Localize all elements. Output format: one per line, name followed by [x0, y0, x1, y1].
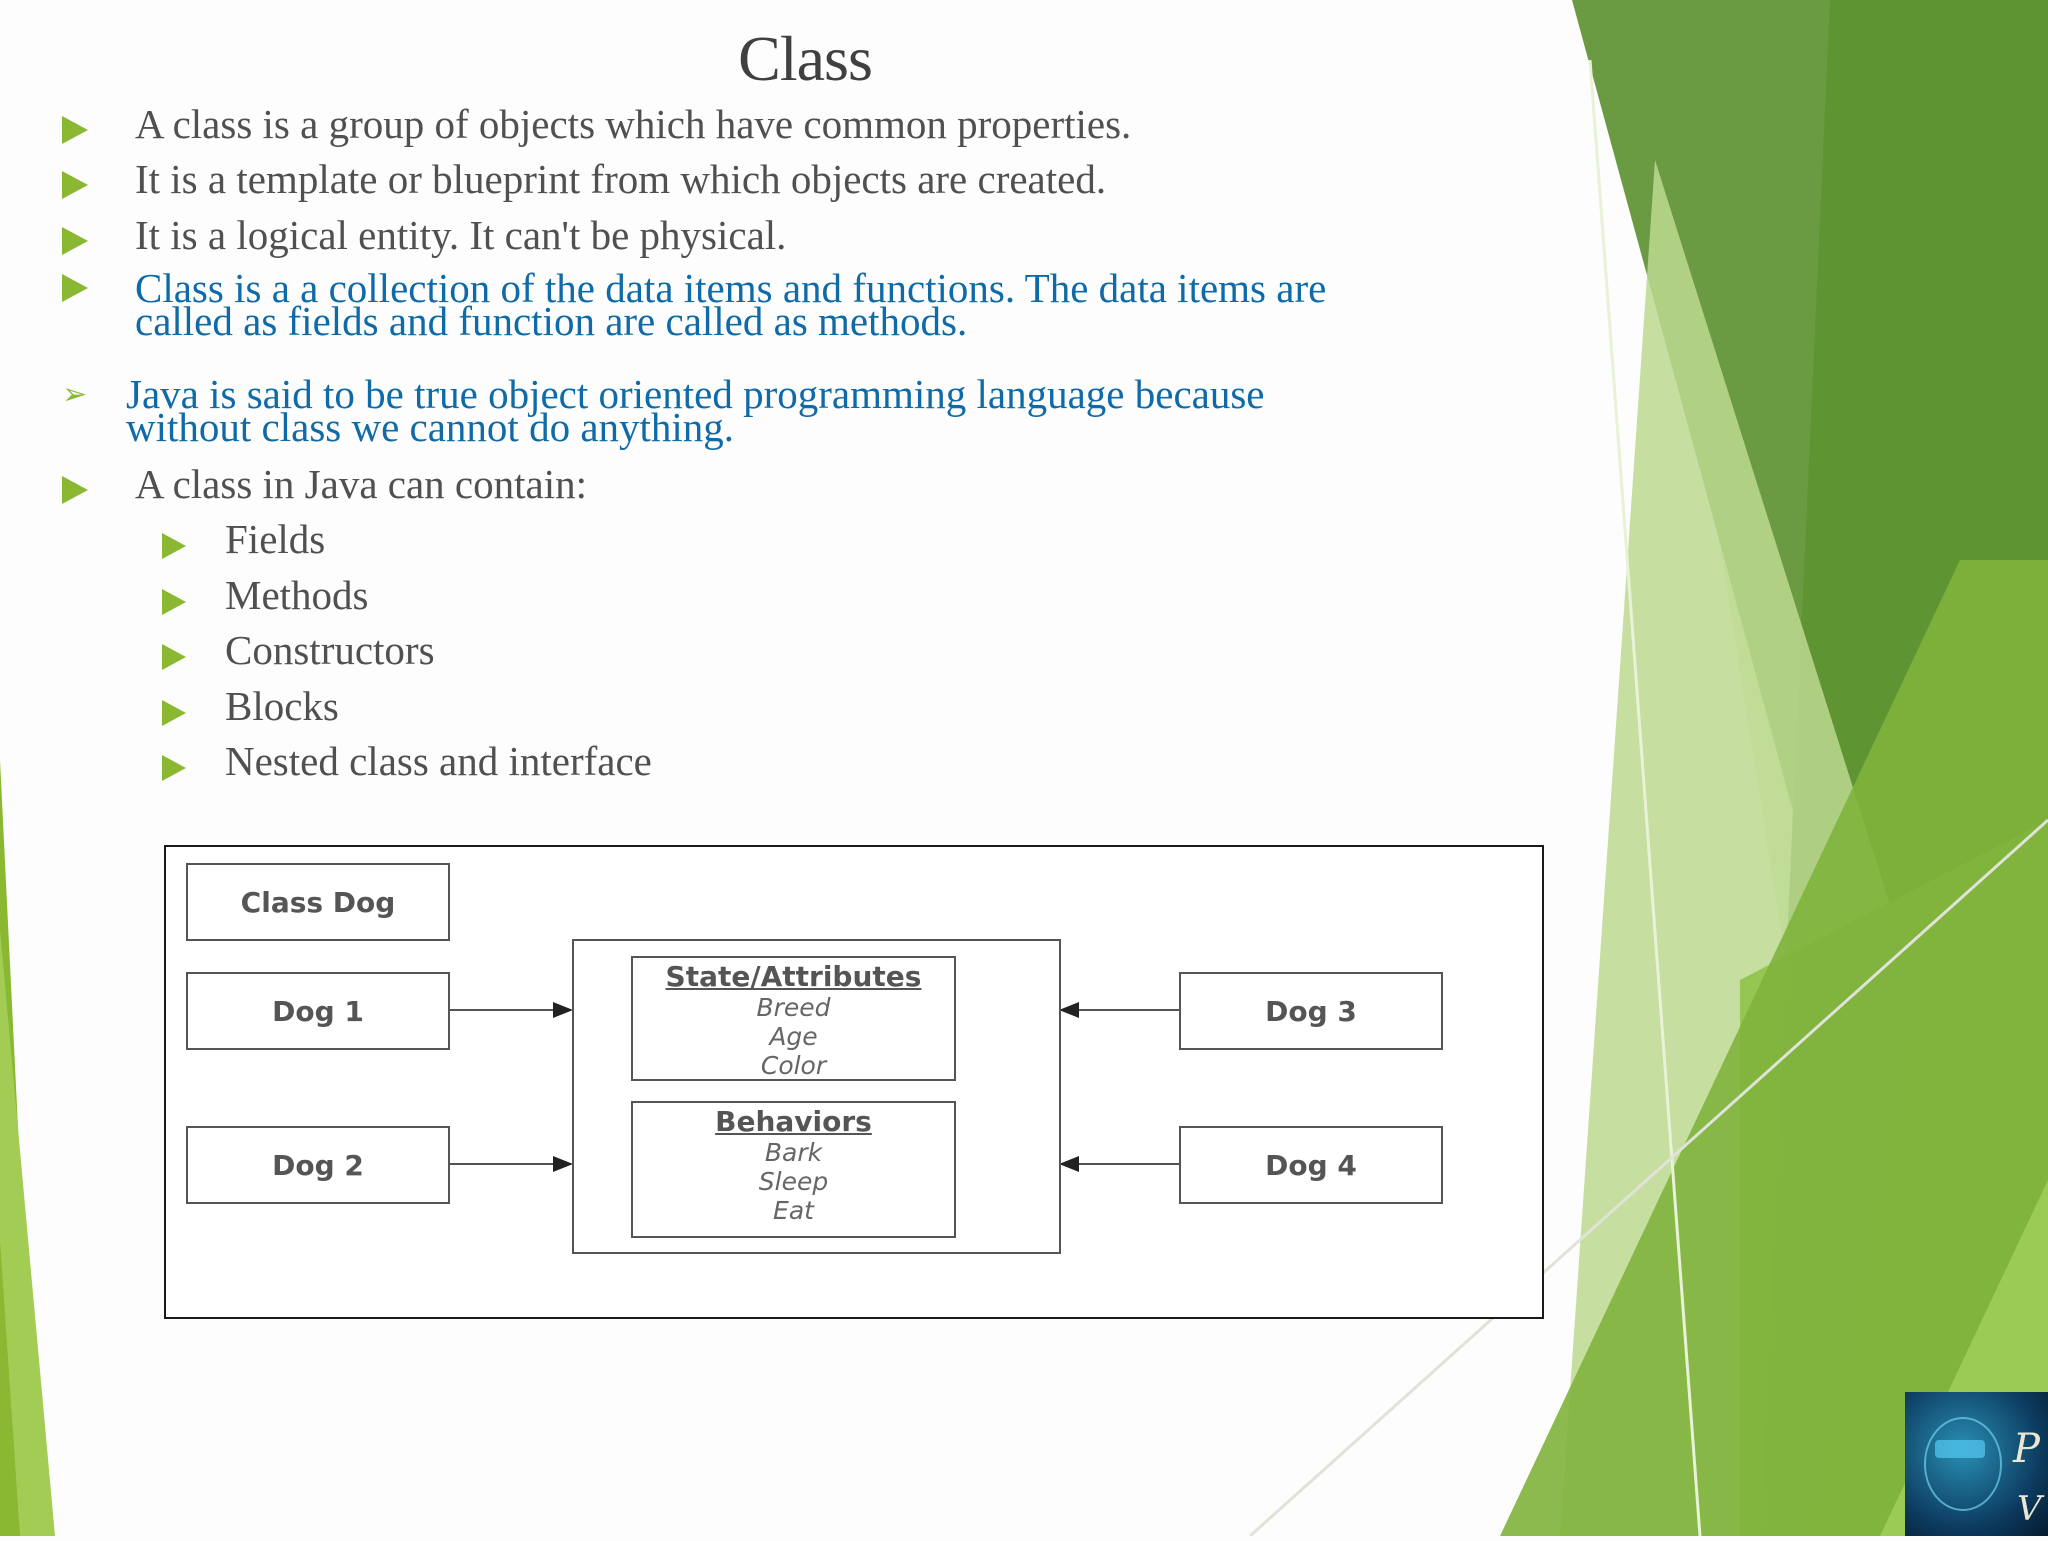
- diagram-connectors: [449, 1002, 1180, 1172]
- bullet-text: A class is a group of objects which have…: [135, 101, 1132, 147]
- triangle-bullet-icon: [162, 581, 186, 622]
- arrowhead-bullet-icon: ➢: [62, 377, 88, 412]
- attribute-item: Age: [769, 1022, 818, 1051]
- svg-text:P: P: [2012, 1426, 2041, 1472]
- sub-bullet-text: Blocks: [225, 683, 339, 729]
- behavior-item: Sleep: [758, 1167, 829, 1196]
- bullet-text: A class in Java can contain:: [135, 461, 588, 507]
- class-dog-box: Class Dog: [186, 863, 450, 941]
- triangle-bullet-icon: [62, 272, 88, 305]
- behaviors-heading: Behaviors: [715, 1105, 872, 1138]
- bullet-text-line1: Class is a a collection of the data item…: [135, 265, 1327, 311]
- svg-text:V: V: [2017, 1489, 2045, 1529]
- bullet-text-line2: without class we cannot do anything.: [126, 404, 735, 450]
- behavior-item: Eat: [773, 1196, 814, 1225]
- bullet-text-line2: called as fields and function are called…: [135, 298, 968, 344]
- triangle-bullet-icon: [162, 747, 186, 788]
- state-attributes-heading: State/Attributes: [665, 960, 922, 993]
- class-dog-diagram: Class Dog Dog 1 Dog 2 Dog 3 Dog 4 State/…: [164, 845, 1544, 1319]
- triangle-bullet-icon: [162, 636, 186, 677]
- behavior-item: Bark: [764, 1138, 823, 1167]
- sub-bullet-text: Constructors: [225, 627, 435, 673]
- triangle-bullet-icon: [62, 470, 88, 511]
- triangle-bullet-icon: [162, 692, 186, 733]
- triangle-bullet-icon: [62, 110, 88, 151]
- brand-logo: P V: [1905, 1392, 2048, 1536]
- slide-title: Class: [738, 23, 873, 94]
- dog3-box: Dog 3: [1179, 972, 1443, 1050]
- bullet-text: It is a template or blueprint from which…: [135, 156, 1107, 202]
- attribute-item: Breed: [756, 993, 831, 1022]
- triangle-bullet-icon: [62, 221, 88, 262]
- triangle-bullet-icon: [162, 525, 186, 566]
- dog1-box: Dog 1: [186, 972, 450, 1050]
- sub-bullet-text: Fields: [225, 516, 326, 562]
- triangle-bullet-icon: [62, 165, 88, 206]
- sub-bullet-text: Nested class and interface: [225, 738, 652, 784]
- attribute-item: Color: [760, 1051, 827, 1080]
- logo-graphic: P V: [1924, 1417, 2045, 1529]
- dog4-box: Dog 4: [1179, 1126, 1443, 1204]
- state-attributes-box: State/Attributes Breed Age Color: [631, 956, 956, 1081]
- behaviors-box: Behaviors Bark Sleep Eat: [631, 1101, 956, 1238]
- bullet-text-line1: Java is said to be true object oriented …: [126, 371, 1265, 417]
- bullet-text: It is a logical entity. It can't be phys…: [135, 212, 787, 258]
- sub-bullet-text: Methods: [225, 572, 369, 618]
- dog2-box: Dog 2: [186, 1126, 450, 1204]
